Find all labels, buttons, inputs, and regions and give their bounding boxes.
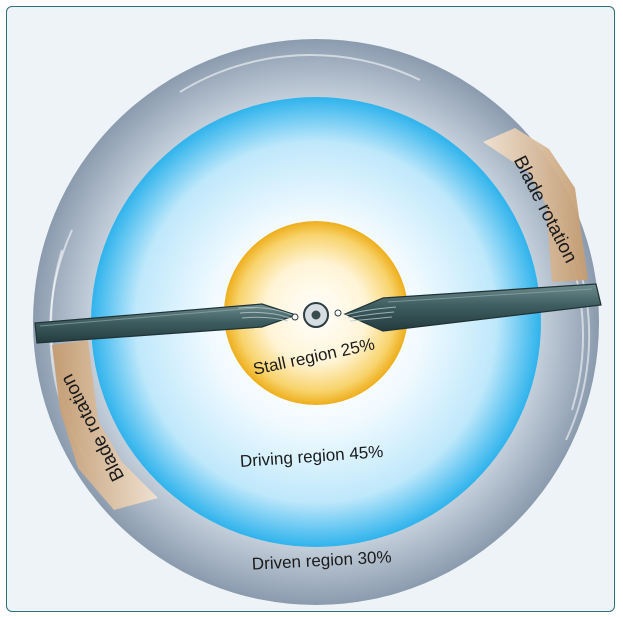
left-blade <box>34 303 298 344</box>
right-blade <box>343 283 602 332</box>
rotor-blades <box>34 283 602 344</box>
